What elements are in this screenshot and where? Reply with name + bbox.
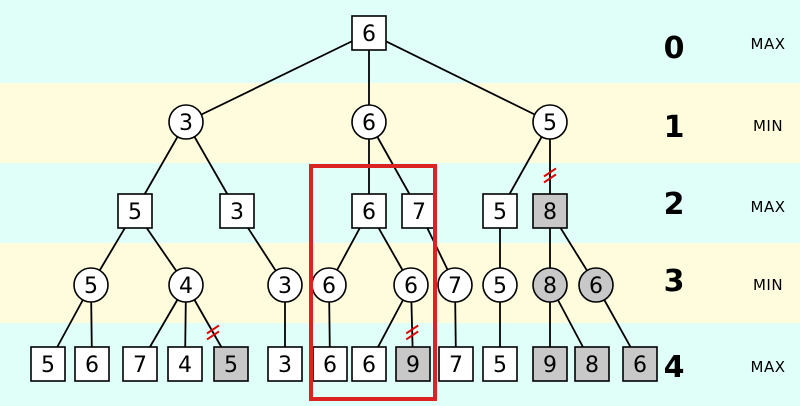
- cut-mark-icon: [543, 167, 557, 184]
- node-value: 7: [448, 274, 462, 299]
- node-value: 5: [543, 111, 557, 136]
- node-value: 5: [493, 274, 507, 299]
- max-node: 6: [351, 346, 387, 382]
- node-value: 5: [493, 353, 507, 378]
- role-label: MAX: [751, 35, 786, 53]
- pruned-max-node: 9: [532, 346, 568, 382]
- node-value: 6: [404, 274, 418, 299]
- max-node: 5: [482, 346, 518, 382]
- node-value: 8: [543, 200, 557, 225]
- role-label: MIN: [753, 276, 783, 294]
- node-value: 3: [278, 274, 292, 299]
- min-node: 3: [267, 267, 303, 303]
- node-value: 8: [543, 274, 557, 299]
- min-node: 5: [532, 104, 568, 140]
- node-value: 7: [133, 353, 147, 378]
- max-node: 6: [312, 346, 348, 382]
- node-value: 6: [589, 274, 603, 299]
- depth-label: 1: [664, 110, 685, 145]
- pruned-max-node: 9: [395, 346, 431, 382]
- pruned-min-node: 6: [578, 267, 614, 303]
- node-value: 6: [322, 274, 336, 299]
- highlight-box: [309, 164, 437, 401]
- node-value: 5: [41, 353, 55, 378]
- max-node: 7: [401, 193, 437, 229]
- max-node: 5: [482, 193, 518, 229]
- depth-label: 4: [664, 350, 685, 385]
- min-node: 4: [168, 267, 204, 303]
- max-node: 3: [267, 346, 303, 382]
- node-value: 9: [406, 353, 420, 378]
- node-value: 6: [323, 353, 337, 378]
- pruned-max-node: 8: [574, 346, 610, 382]
- max-node: 6: [351, 15, 387, 51]
- role-label: MAX: [751, 198, 786, 216]
- node-value: 3: [278, 353, 292, 378]
- min-node: 5: [73, 267, 109, 303]
- node-value: 6: [85, 353, 99, 378]
- pruned-min-node: 8: [532, 267, 568, 303]
- pruned-max-node: 5: [213, 346, 249, 382]
- cut-mark-icon: [405, 324, 419, 341]
- max-node: 7: [438, 346, 474, 382]
- depth-label: 3: [664, 264, 685, 299]
- node-value: 6: [362, 22, 376, 47]
- node-value: 3: [230, 200, 244, 225]
- depth-label: 0: [664, 31, 685, 66]
- role-label: MAX: [751, 358, 786, 376]
- min-node: 6: [311, 267, 347, 303]
- node-value: 6: [633, 353, 647, 378]
- edge-n0-n1a: [185, 32, 370, 123]
- node-value: 7: [412, 200, 426, 225]
- node-value: 8: [585, 353, 599, 378]
- node-value: 5: [224, 353, 238, 378]
- max-node: 5: [117, 193, 153, 229]
- min-node: 3: [168, 104, 204, 140]
- node-value: 4: [179, 274, 193, 299]
- node-value: 5: [84, 274, 98, 299]
- depth-label: 2: [664, 187, 685, 222]
- role-label: MIN: [753, 117, 783, 135]
- level-band-1: [0, 83, 800, 163]
- max-node: 5: [30, 346, 66, 382]
- node-value: 6: [362, 353, 376, 378]
- max-node: 4: [167, 346, 203, 382]
- pruned-max-node: 6: [622, 346, 658, 382]
- min-node: 7: [437, 267, 473, 303]
- pruned-max-node: 8: [532, 193, 568, 229]
- min-node: 6: [393, 267, 429, 303]
- max-node: 6: [351, 193, 387, 229]
- node-value: 5: [493, 200, 507, 225]
- min-node: 5: [482, 267, 518, 303]
- node-value: 3: [179, 111, 193, 136]
- node-value: 4: [178, 353, 192, 378]
- max-node: 7: [122, 346, 158, 382]
- max-node: 6: [74, 346, 110, 382]
- cut-mark-icon: [206, 324, 220, 341]
- node-value: 9: [543, 353, 557, 378]
- node-value: 5: [128, 200, 142, 225]
- level-band-0: [0, 0, 800, 83]
- node-value: 6: [362, 111, 376, 136]
- node-value: 7: [449, 353, 463, 378]
- max-node: 3: [219, 193, 255, 229]
- edge-n0-n1c: [368, 32, 551, 123]
- min-node: 6: [351, 104, 387, 140]
- node-value: 6: [362, 200, 376, 225]
